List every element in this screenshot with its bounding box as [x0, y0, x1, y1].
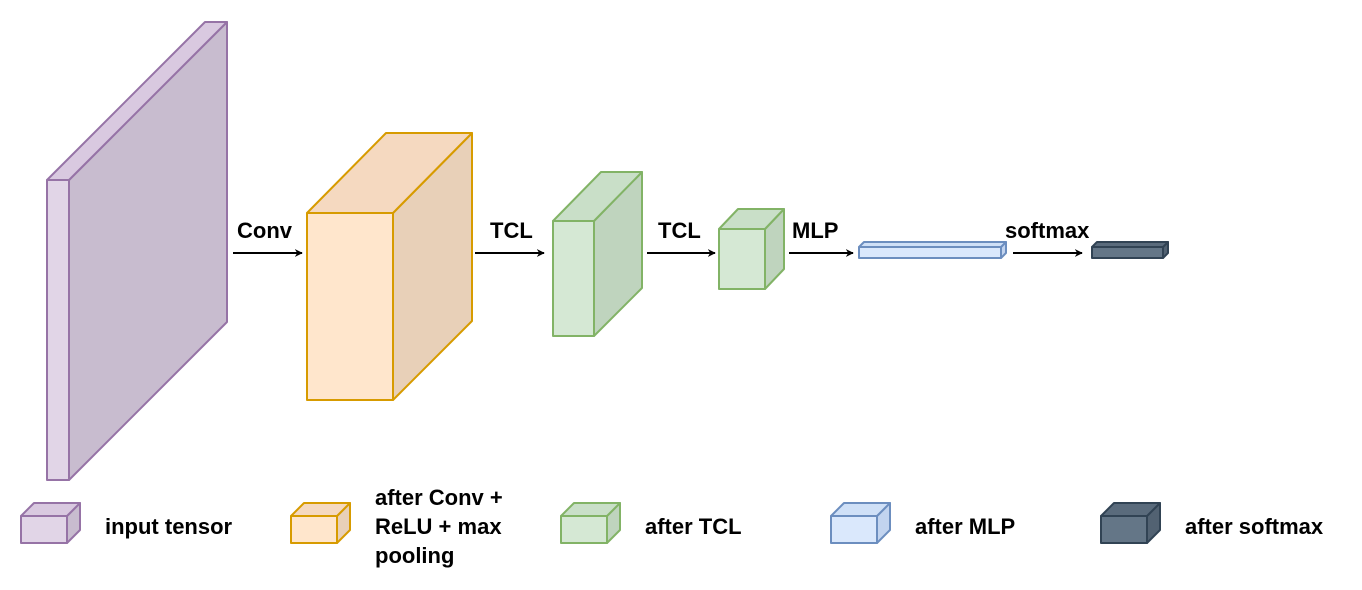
legend-swatch-softmax — [1100, 502, 1161, 544]
arrow-tcl-2: TCL — [647, 218, 716, 257]
legend-item-input: input tensor — [20, 502, 233, 544]
softmax-output-block — [1091, 241, 1169, 259]
arrow-conv: Conv — [233, 218, 303, 257]
arrow-label-tcl-2: TCL — [658, 218, 701, 243]
arrow-label-tcl-1: TCL — [490, 218, 533, 243]
tcl-output-block-2 — [718, 208, 785, 290]
arrow-label-conv: Conv — [237, 218, 293, 243]
legend-label-tcl: after TCL — [645, 514, 742, 539]
legend-item-mlp: after MLP — [830, 502, 1015, 544]
legend-label-conv: after Conv + ReLU + max pooling — [375, 485, 509, 568]
tcl-output-block-1 — [552, 171, 643, 337]
legend-swatch-input — [20, 502, 81, 544]
arrow-softmax: softmax — [1005, 218, 1090, 257]
legend-swatch-tcl — [560, 502, 621, 544]
arrow-tcl-1: TCL — [475, 218, 545, 257]
legend-item-softmax: after softmax — [1100, 502, 1324, 544]
legend-swatch-conv — [290, 502, 351, 544]
input-tensor-block — [46, 21, 228, 481]
conv-output-block — [306, 132, 473, 401]
legend-label-input: input tensor — [105, 514, 233, 539]
legend-label-softmax: after softmax — [1185, 514, 1324, 539]
legend-swatch-mlp — [830, 502, 891, 544]
arrow-mlp: MLP — [789, 218, 854, 257]
legend-item-tcl: after TCL — [560, 502, 742, 544]
arrow-label-softmax: softmax — [1005, 218, 1090, 243]
legend-label-mlp: after MLP — [915, 514, 1015, 539]
legend: input tensor after Conv + ReLU + max poo… — [20, 485, 1324, 568]
mlp-output-block — [858, 241, 1007, 259]
arrow-label-mlp: MLP — [792, 218, 838, 243]
legend-item-conv: after Conv + ReLU + max pooling — [290, 485, 509, 568]
